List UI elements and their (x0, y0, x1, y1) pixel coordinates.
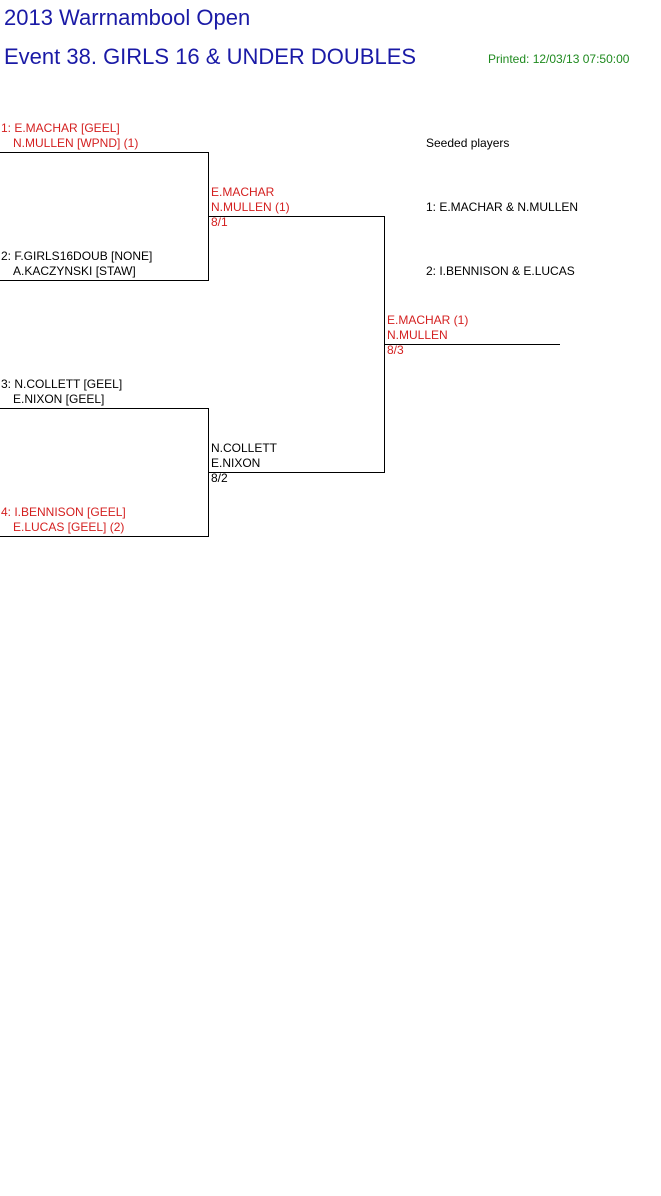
r2-entry-2-score: 8/2 (211, 471, 228, 485)
tournament-title: 2013 Warrnambool Open (4, 5, 251, 30)
r2-entry-2-player2: E.NIXON (211, 456, 261, 470)
seeded-heading: Seeded players (426, 136, 510, 150)
entry-1-player: 1: E.MACHAR [GEEL] (1, 121, 120, 135)
entry-1-partner: N.MULLEN [WPND] (1) (13, 136, 139, 150)
entry-4-line (0, 536, 208, 537)
final-player2: N.MULLEN (387, 328, 448, 342)
r2-entry-1-player1: E.MACHAR (211, 185, 275, 199)
seeded-item-2: 2: I.BENNISON & E.LUCAS (426, 264, 575, 278)
entry-4-partner: E.LUCAS [GEEL] (2) (13, 520, 125, 534)
r2-entry-1-score: 8/1 (211, 215, 228, 229)
event-title: Event 38. GIRLS 16 & UNDER DOUBLES (4, 44, 417, 69)
r2-entry-1-line (208, 216, 384, 217)
entry-3-line (0, 408, 208, 409)
entry-2-partner: A.KACZYNSKI [STAW] (13, 264, 136, 278)
final-score: 8/3 (387, 343, 404, 357)
entry-2-line (0, 280, 208, 281)
final-player1: E.MACHAR (1) (387, 313, 469, 327)
entry-3-partner: E.NIXON [GEEL] (13, 392, 105, 406)
entry-2-player: 2: F.GIRLS16DOUB [NONE] (1, 249, 153, 263)
final-line (384, 344, 560, 345)
entry-4-player: 4: I.BENNISON [GEEL] (1, 505, 126, 519)
r2-entry-2-line (208, 472, 384, 473)
seeded-item-1: 1: E.MACHAR & N.MULLEN (426, 200, 579, 214)
entry-3-player: 3: N.COLLETT [GEEL] (1, 377, 123, 391)
entry-1-line (0, 152, 208, 153)
printed-timestamp: Printed: 12/03/13 07:50:00 (488, 52, 630, 66)
r2-entry-2-player1: N.COLLETT (211, 441, 278, 455)
r2-entry-1-player2: N.MULLEN (1) (211, 200, 290, 214)
